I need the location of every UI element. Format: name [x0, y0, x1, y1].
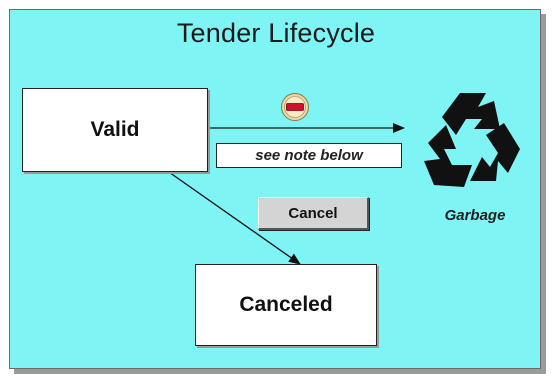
- state-valid-label: Valid: [90, 118, 140, 141]
- cancel-button[interactable]: Cancel: [258, 197, 369, 230]
- garbage-label: Garbage: [444, 207, 506, 224]
- diagram-title: Tender Lifecycle: [176, 18, 376, 48]
- state-canceled-label: Canceled: [239, 293, 333, 316]
- state-valid: Valid: [22, 88, 208, 172]
- stop-icon: [281, 93, 309, 121]
- recycle-icon: [424, 93, 520, 187]
- state-canceled: Canceled: [195, 264, 377, 346]
- transition-note: see note below: [216, 143, 402, 168]
- cancel-button-label: Cancel: [288, 204, 338, 222]
- arrow-valid-to-canceled: [165, 169, 301, 265]
